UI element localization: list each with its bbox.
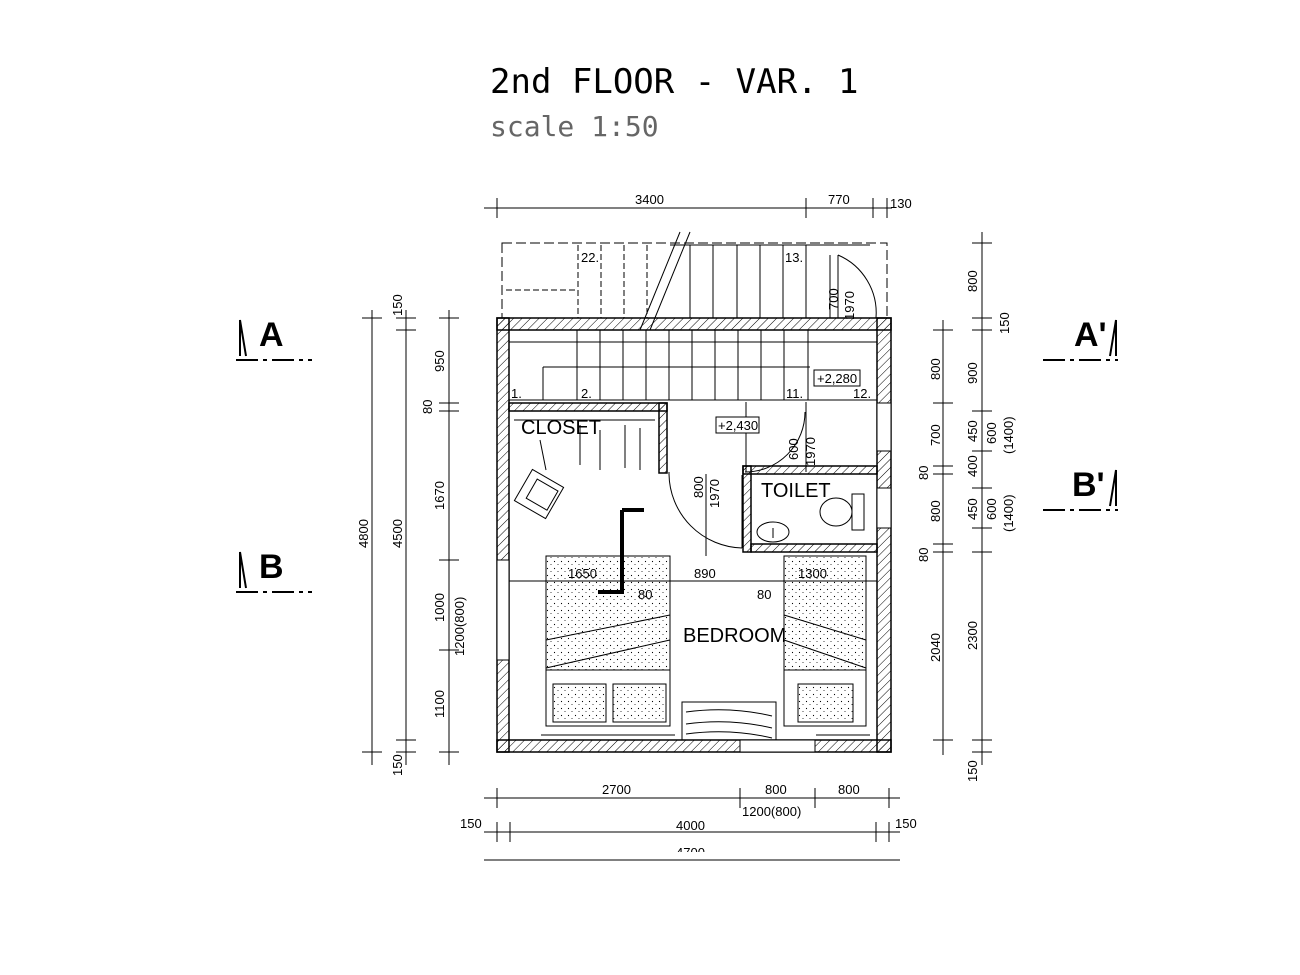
- dimension-lines: [362, 198, 992, 861]
- dim-right-800b: 800: [928, 358, 943, 380]
- sink-icon: [756, 521, 790, 543]
- dim-top-770: 770: [828, 192, 850, 207]
- chair-icon: [513, 468, 565, 520]
- toilet-icon: [819, 497, 853, 527]
- dim-left-4500: 4500: [390, 519, 405, 548]
- dim-bottom-150: 150: [460, 816, 482, 831]
- drawing-title: 2nd FLOOR - VAR. 1: [490, 62, 859, 102]
- dim-left-150-top: 150: [390, 294, 405, 316]
- dim-right-80b: 80: [916, 548, 931, 562]
- dim-left-1100: 1100: [432, 690, 447, 718]
- section-label-a-prime: A': [1074, 316, 1107, 354]
- dim-right-1400b: (1400): [1001, 494, 1016, 532]
- dim-inner-890: 890: [694, 566, 716, 581]
- stair-number: 12.: [853, 386, 871, 401]
- dim-right-400: 400: [965, 455, 980, 477]
- dim-right-900: 900: [965, 362, 980, 384]
- dim-right-600a: 600: [984, 422, 999, 444]
- dim-bottom-4700: 4700: [676, 845, 705, 860]
- dim-door-800: 800: [691, 476, 706, 498]
- room-label-toilet: TOILET: [761, 480, 831, 502]
- section-label-a: A: [259, 316, 284, 354]
- dim-left-150-bottom: 150: [390, 754, 405, 776]
- doors: [668, 254, 877, 549]
- stair-number: 2.: [581, 386, 592, 401]
- dim-right-800: 800: [965, 270, 980, 292]
- drawing-scale: scale 1:50: [490, 110, 659, 143]
- dim-right-450a: 450: [965, 420, 980, 442]
- section-label-b: B: [259, 548, 284, 586]
- dim-door-1970a: 1970: [842, 291, 857, 320]
- dim-bottom-150b: 150: [895, 816, 917, 831]
- dim-right-150: 150: [997, 312, 1012, 334]
- room-label-closet: CLOSET: [521, 417, 601, 439]
- dim-left-1670: 1670: [432, 481, 447, 510]
- dim-left-80: 80: [420, 400, 435, 414]
- dim-top-3400: 3400: [635, 192, 664, 207]
- section-label-b-prime: B': [1072, 466, 1105, 504]
- furniture: [513, 419, 870, 741]
- dim-bottom-800b: 800: [838, 782, 860, 797]
- stair-number: 1.: [511, 386, 522, 401]
- level-upper: +2,280: [817, 371, 857, 386]
- dim-inner-80b: 80: [757, 587, 771, 602]
- dim-left-1000: 1000: [432, 593, 447, 622]
- dim-right-600b: 600: [984, 498, 999, 520]
- stair-number: 11.: [786, 386, 803, 401]
- dim-bottom-4000: 4000: [676, 818, 705, 833]
- dim-door-1970b: 1970: [707, 479, 722, 508]
- stair-number: 13.: [785, 250, 803, 265]
- dim-left-1200-800: 1200(800): [452, 597, 467, 656]
- dim-left-4800: 4800: [356, 519, 371, 548]
- dim-left-950: 950: [432, 350, 447, 372]
- dim-door-1970c: 1970: [803, 437, 818, 466]
- dim-right-150b: 150: [965, 760, 980, 782]
- dim-inner-80a: 80: [638, 587, 652, 602]
- dim-bottom-2700: 2700: [602, 782, 631, 797]
- staircase: [501, 231, 888, 401]
- dim-right-2300: 2300: [965, 621, 980, 650]
- dim-bottom-800: 800: [765, 782, 787, 797]
- dim-inner-1650: 1650: [568, 566, 597, 581]
- dim-right-80a: 80: [916, 466, 931, 480]
- dim-top-130: 130: [890, 196, 912, 211]
- dim-right-1400a: (1400): [1001, 416, 1016, 454]
- dim-door-600: 600: [786, 438, 801, 460]
- stair-number: 22.: [581, 250, 599, 265]
- dim-bottom-1200: 1200(800): [742, 804, 801, 819]
- level-landing: +2,430: [718, 418, 758, 433]
- room-label-bedroom: BEDROOM: [683, 625, 786, 647]
- dim-right-450b: 450: [965, 498, 980, 520]
- dim-door-700: 700: [826, 288, 841, 310]
- dim-right-700: 700: [928, 424, 943, 446]
- windows: [496, 402, 892, 753]
- dim-inner-1300: 1300: [798, 566, 827, 581]
- level-tags: [715, 369, 861, 434]
- section-markers: [236, 319, 1118, 593]
- dim-right-800c: 800: [928, 500, 943, 522]
- dim-right-2040: 2040: [928, 633, 943, 662]
